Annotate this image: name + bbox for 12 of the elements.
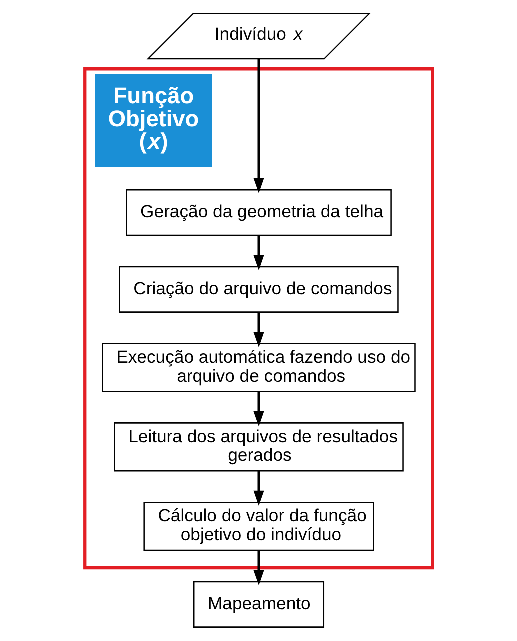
node-box: Geração da geometria da telha xyxy=(126,189,392,236)
node-box: Execução automática fazendo uso do arquivo de comandos xyxy=(102,343,416,392)
node-box: Criação do arquivo de comandos xyxy=(118,266,398,313)
arrow xyxy=(253,550,264,586)
node-box: Cálculo do valor da função objetivo do indivíduo xyxy=(143,502,374,552)
arrow xyxy=(253,59,264,194)
arrow xyxy=(253,312,264,348)
arrow xyxy=(253,471,264,506)
arrow xyxy=(253,392,264,427)
arrow xyxy=(253,236,264,270)
node-box: Leitura dos arquivos de resultados gerados xyxy=(114,422,404,472)
node-box: Mapeamento xyxy=(192,581,324,628)
